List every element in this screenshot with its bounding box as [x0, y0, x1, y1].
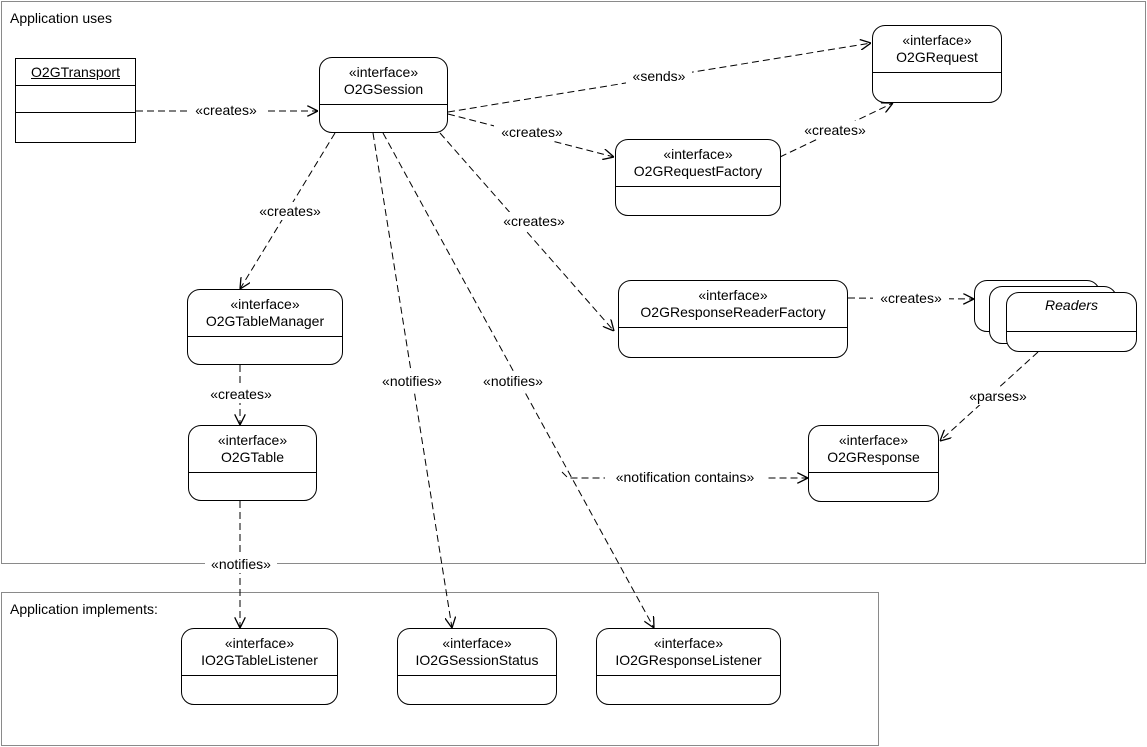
- edge-label-table-notifies: «notifies»: [211, 556, 271, 572]
- package-application-implements: Application implements:: [1, 592, 879, 746]
- node-io2g-table-listener[interactable]: «interface»IO2GTableListener: [181, 628, 338, 705]
- node-o2g-transport-attributes: [16, 86, 135, 113]
- node-o2g-session-name: O2GSession: [343, 81, 424, 97]
- edge-label-transport-creates: «creates»: [195, 102, 257, 118]
- edge-session-notifies-response-listener: [382, 132, 654, 628]
- node-io2g-table-listener-name: IO2GTableListener: [201, 652, 318, 668]
- node-o2g-request-name: O2GRequest: [896, 49, 978, 65]
- package-application-uses: Application uses: [1, 1, 1146, 564]
- edge-label-notifies-session-status: «notifies»: [382, 373, 442, 389]
- node-o2g-response-reader-factory-name: O2GResponseReaderFactory: [640, 304, 826, 320]
- package-label-uses: Application uses: [10, 10, 112, 26]
- edge-label-session-creates-request-factory: «creates»: [501, 124, 563, 140]
- edge-label-notification-contains: «notification contains»: [616, 469, 755, 485]
- stereotype-label: «interface»: [698, 287, 768, 303]
- node-io2g-response-listener[interactable]: «interface»IO2GResponseListener: [596, 628, 781, 705]
- stereotype-label: «interface»: [217, 432, 288, 448]
- node-io2g-session-status[interactable]: «interface»IO2GSessionStatus: [397, 628, 557, 705]
- node-o2g-session[interactable]: «interface»O2GSession: [319, 57, 448, 133]
- edge-label-parses: «parses»: [969, 388, 1027, 404]
- edge-session-creates-response-reader-factory: [439, 132, 614, 331]
- node-o2g-request[interactable]: «interface»O2GRequest: [872, 25, 1002, 103]
- edge-label-factory-creates-readers: «creates»: [880, 290, 942, 306]
- edge-label-table-manager-creates-table: «creates»: [210, 386, 272, 402]
- stereotype-label: «interface»: [838, 432, 909, 448]
- stereotype-label: «interface»: [230, 296, 300, 312]
- node-o2g-request-factory-name: O2GRequestFactory: [633, 163, 763, 179]
- stereotype-label: «interface»: [442, 635, 512, 651]
- edge-label-notifies-response-listener: «notifies»: [483, 373, 543, 389]
- node-o2g-transport[interactable]: O2GTransport: [15, 58, 136, 143]
- edge-session-creates-request-factory: [447, 113, 614, 157]
- stereotype-label: «interface»: [224, 635, 295, 651]
- edge-label-sends: «sends»: [633, 68, 686, 84]
- stereotype-label: «interface»: [653, 635, 724, 651]
- edge-session-notifies-session-status: [372, 132, 452, 628]
- node-o2g-response-name: O2GResponse: [827, 449, 920, 465]
- node-o2g-response[interactable]: «interface»O2GResponse: [808, 425, 939, 502]
- edge-factory-creates-readers: [847, 298, 974, 299]
- node-o2g-table[interactable]: «interface»O2GTable: [188, 425, 317, 501]
- package-label-implements: Application implements:: [10, 601, 158, 617]
- node-o2g-request-factory[interactable]: «interface»O2GRequestFactory: [615, 139, 781, 216]
- node-o2g-table-manager[interactable]: «interface»O2GTableManager: [187, 289, 343, 365]
- stereotype-label: «interface»: [902, 32, 972, 48]
- stereotype-label: «interface»: [348, 64, 419, 80]
- node-io2g-response-listener-name: IO2GResponseListener: [615, 652, 762, 668]
- edge-label-request-factory-creates: «creates»: [804, 122, 866, 138]
- node-readers[interactable]: Readers: [1006, 292, 1137, 352]
- edge-label-session-creates-table-manager: «creates»: [259, 203, 321, 219]
- node-o2g-transport-name: O2GTransport: [16, 59, 135, 86]
- stereotype-label: «interface»: [663, 146, 733, 162]
- node-readers-name: Readers: [1007, 293, 1136, 332]
- node-o2g-table-manager-name: O2GTableManager: [205, 313, 325, 329]
- node-io2g-session-status-name: IO2GSessionStatus: [415, 652, 539, 668]
- edge-label-session-creates-reader-factory: «creates»: [503, 213, 565, 229]
- node-o2g-response-reader-factory[interactable]: «interface»O2GResponseReaderFactory: [618, 280, 848, 358]
- node-o2g-table-name: O2GTable: [220, 449, 285, 465]
- edge-request-factory-creates-request: [779, 103, 893, 158]
